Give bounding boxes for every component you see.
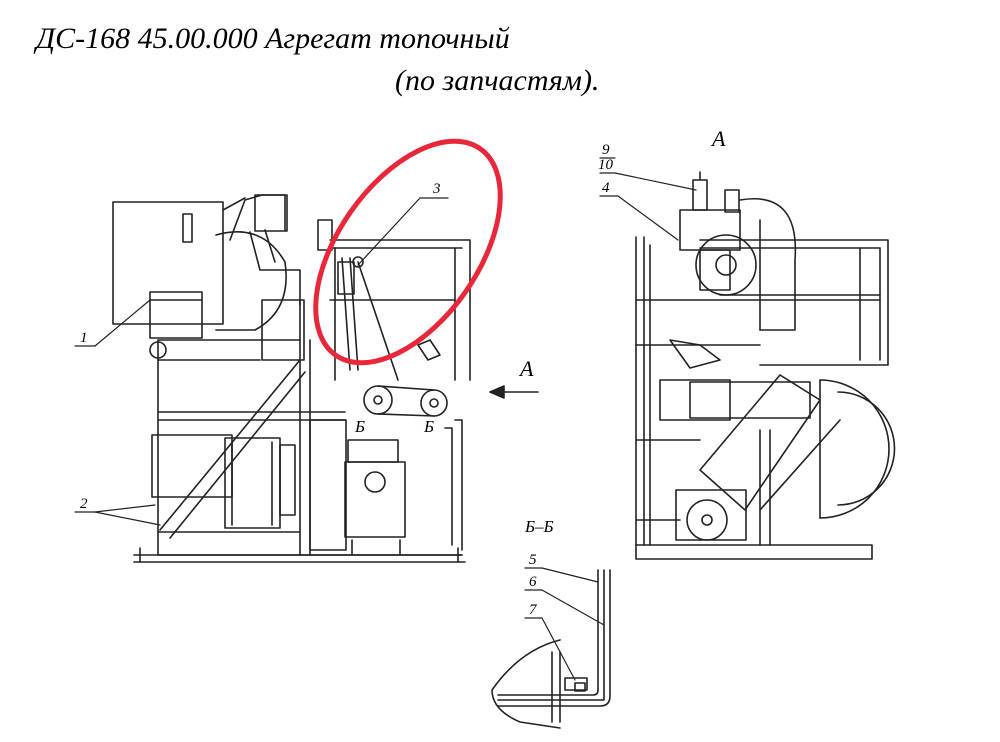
- callout-1: 1: [80, 330, 88, 346]
- callout-7: 7: [529, 602, 538, 618]
- callout-9: 9: [602, 142, 610, 158]
- callout-2: 2: [80, 496, 88, 512]
- view-a: [635, 171, 896, 560]
- drawing-title-line1: ДС-168 45.00.000 Агрегат топочный: [36, 22, 510, 55]
- section-bb-label: Б–Б: [524, 517, 554, 536]
- arrow-a-label: А: [518, 356, 534, 381]
- leader-lines: [74, 157, 697, 681]
- section-bb-detail: [491, 569, 611, 729]
- control-cabinet: [112, 201, 224, 325]
- highlight-ellipse: [313, 138, 503, 366]
- callout-5: 5: [529, 552, 537, 568]
- callout-6: 6: [529, 574, 537, 590]
- section-b-left-label: Б: [354, 417, 365, 436]
- drawing-title-line2: (по запчастям).: [395, 64, 600, 97]
- section-b-right-label: Б: [423, 417, 434, 436]
- view-a-label: А: [710, 126, 726, 151]
- side-view: [112, 194, 539, 563]
- callout-3: 3: [432, 181, 441, 197]
- callout-4: 4: [602, 180, 610, 196]
- callout-10: 10: [598, 157, 614, 173]
